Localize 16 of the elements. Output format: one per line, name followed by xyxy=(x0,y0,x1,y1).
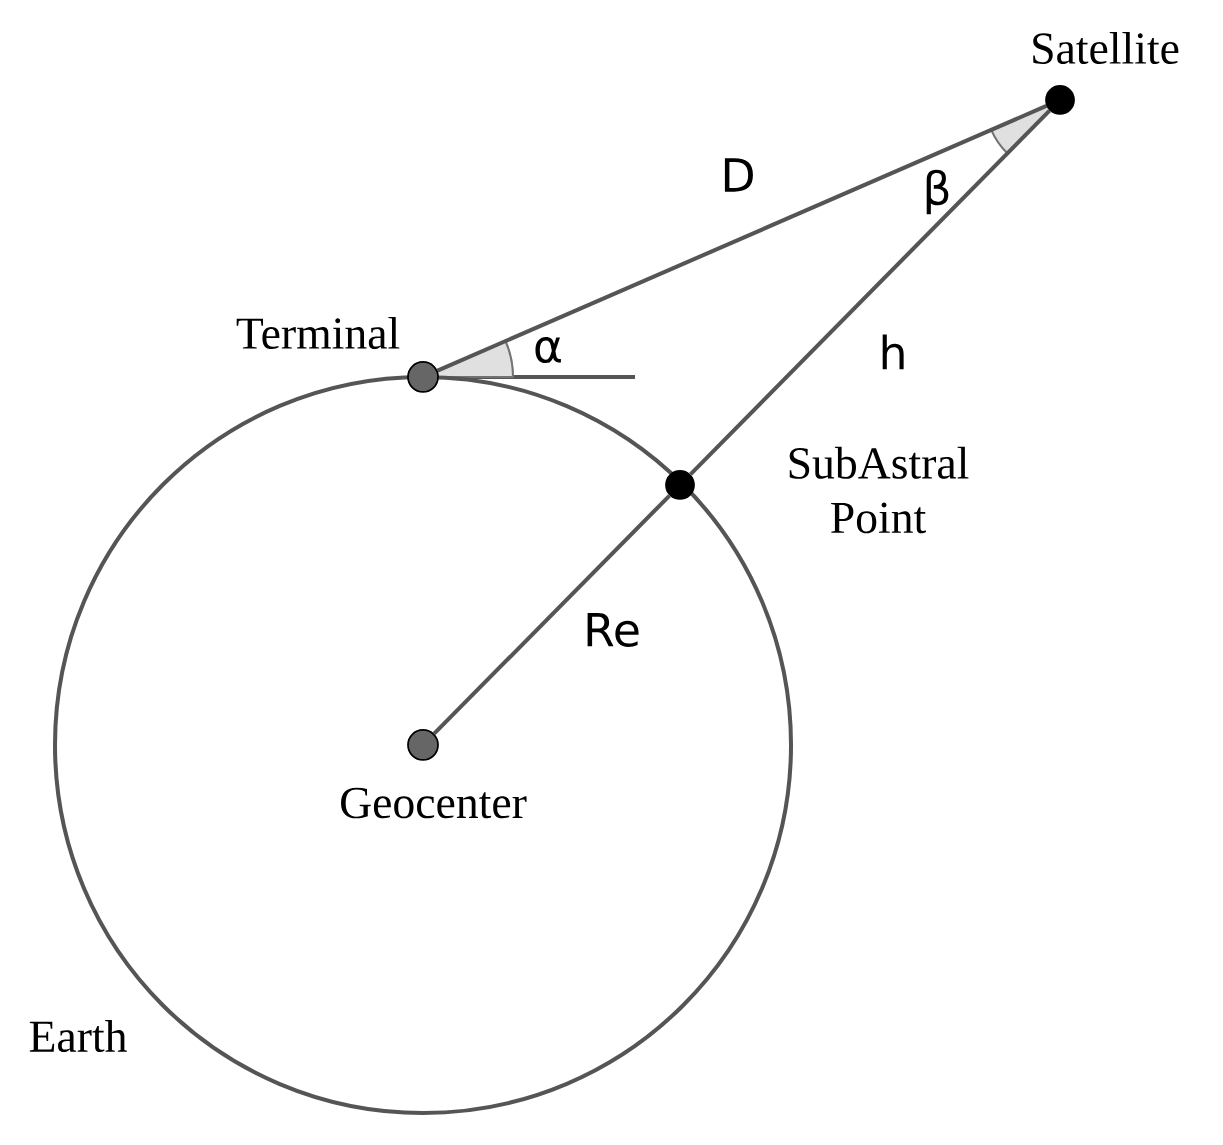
line xyxy=(689,109,1051,476)
point-label: Terminal xyxy=(236,316,400,350)
point-label: Earth xyxy=(29,1019,127,1053)
angle-label: β xyxy=(926,169,949,215)
angle-label: α xyxy=(535,336,561,364)
point-label: Geocenter xyxy=(341,787,527,819)
edge-label: h xyxy=(882,334,904,370)
point-dot xyxy=(1045,85,1075,115)
edge-label: Re xyxy=(587,613,639,647)
point-label: SubAstral Point xyxy=(789,446,969,534)
point-label: Satellite xyxy=(1033,31,1179,65)
point-dot xyxy=(407,729,439,761)
point-dot xyxy=(407,361,439,393)
edge-label: D xyxy=(724,158,753,192)
line xyxy=(436,104,1048,373)
line xyxy=(432,494,671,736)
